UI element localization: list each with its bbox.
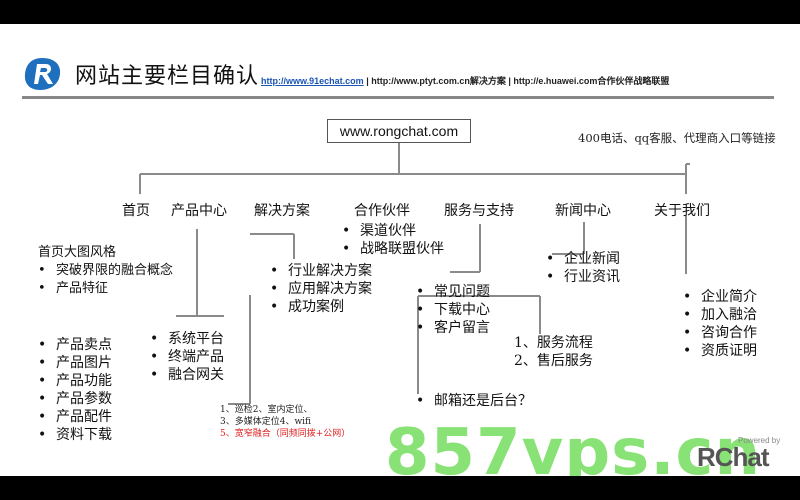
list-item: 企业新闻 — [546, 250, 620, 268]
list-item: 终端产品 — [150, 348, 224, 366]
solutions-list: 行业解决方案 应用解决方案 成功案例 — [270, 262, 372, 316]
list-item: 行业解决方案 — [270, 262, 372, 280]
home-heading: 首页大图风格 — [38, 245, 117, 260]
list-item: 2、售后服务 — [514, 353, 593, 369]
service-question: 邮箱还是后台？ — [416, 392, 532, 410]
slide: 网站主要栏目确认 http://www.91echat.com | http:/… — [0, 24, 800, 476]
list-item: 资质证明 — [683, 342, 757, 360]
service-numbered-list: 1、服务流程 2、售后服务 — [514, 334, 593, 370]
list-item: 产品功能 — [38, 372, 112, 390]
list-item: 咨询合作 — [683, 324, 757, 342]
service-list: 常见问题 下载中心 客户留言 — [416, 283, 490, 337]
nav-service-support[interactable]: 服务与支持 — [444, 203, 514, 219]
list-item: 1、服务流程 — [514, 335, 593, 351]
list-item: 产品卖点 — [38, 336, 112, 354]
list-item: 客户留言 — [416, 319, 490, 337]
watermark: 857vps.cn — [385, 416, 762, 476]
note-line: 1、巡检2、室内定位、 — [220, 405, 313, 415]
rchat-brand: RChat — [697, 442, 770, 472]
list-item: 成功案例 — [270, 298, 372, 316]
nav-partners[interactable]: 合作伙伴 — [354, 203, 410, 219]
partners-list: 渠道伙伴 战略联盟伙伴 — [342, 222, 444, 258]
nav-solutions[interactable]: 解决方案 — [254, 203, 310, 219]
note-line-highlight: 5、宽窄融合（同频同拨+公网） — [220, 429, 351, 439]
list-item: 产品配件 — [38, 408, 112, 426]
home-item: 产品特征 — [38, 280, 173, 298]
page-title: 网站主要栏目确认 — [75, 64, 260, 89]
solutions-notes: 1、巡检2、室内定位、 3、多媒体定位4、wifi 5、宽窄融合（同频同拨+公网… — [220, 404, 350, 440]
list-item: 产品参数 — [38, 390, 112, 408]
list-item: 资料下载 — [38, 426, 112, 444]
note-line: 3、多媒体定位4、wifi — [220, 417, 312, 427]
about-list: 企业简介 加入融洽 咨询合作 资质证明 — [683, 288, 757, 360]
list-item: 融合网关 — [150, 366, 224, 384]
home-item: 突破界限的融合概念 — [38, 262, 173, 280]
list-item: 渠道伙伴 — [342, 222, 444, 240]
nav-about[interactable]: 关于我们 — [654, 203, 710, 219]
nav-news[interactable]: 新闻中心 — [555, 203, 611, 219]
question-text: 邮箱还是后台？ — [416, 392, 532, 410]
header-divider — [22, 96, 774, 99]
list-item: 战略联盟伙伴 — [342, 240, 444, 258]
reference-links: http://www.91echat.com | http://www.ptyt… — [261, 74, 669, 87]
header-links-note: 400电话、qq客服、代理商入口等链接 — [578, 131, 776, 145]
list-item: 系统平台 — [150, 330, 224, 348]
powered-by-label: Powered by — [738, 436, 781, 445]
list-item: 加入融洽 — [683, 306, 757, 324]
product-categories-list: 系统平台 终端产品 融合网关 — [150, 330, 224, 384]
link-91echat[interactable]: http://www.91echat.com — [261, 76, 364, 86]
rchat-logo — [24, 58, 61, 90]
root-url-box: www.rongchat.com — [327, 119, 471, 143]
product-details-list: 产品卖点 产品图片 产品功能 产品参数 产品配件 资料下载 — [38, 336, 112, 444]
list-item: 企业简介 — [683, 288, 757, 306]
list-item: 下载中心 — [416, 301, 490, 319]
list-item: 应用解决方案 — [270, 280, 372, 298]
news-list: 企业新闻 行业资讯 — [546, 250, 620, 286]
home-section: 首页大图风格 突破界限的融合概念 产品特征 — [38, 244, 173, 298]
nav-home[interactable]: 首页 — [122, 203, 150, 219]
list-item: 行业资讯 — [546, 268, 620, 286]
other-links: | http://www.ptyt.com.cn解决方案 | http://e.… — [363, 76, 670, 86]
list-item: 产品图片 — [38, 354, 112, 372]
nav-products[interactable]: 产品中心 — [171, 203, 227, 219]
list-item: 常见问题 — [416, 283, 490, 301]
